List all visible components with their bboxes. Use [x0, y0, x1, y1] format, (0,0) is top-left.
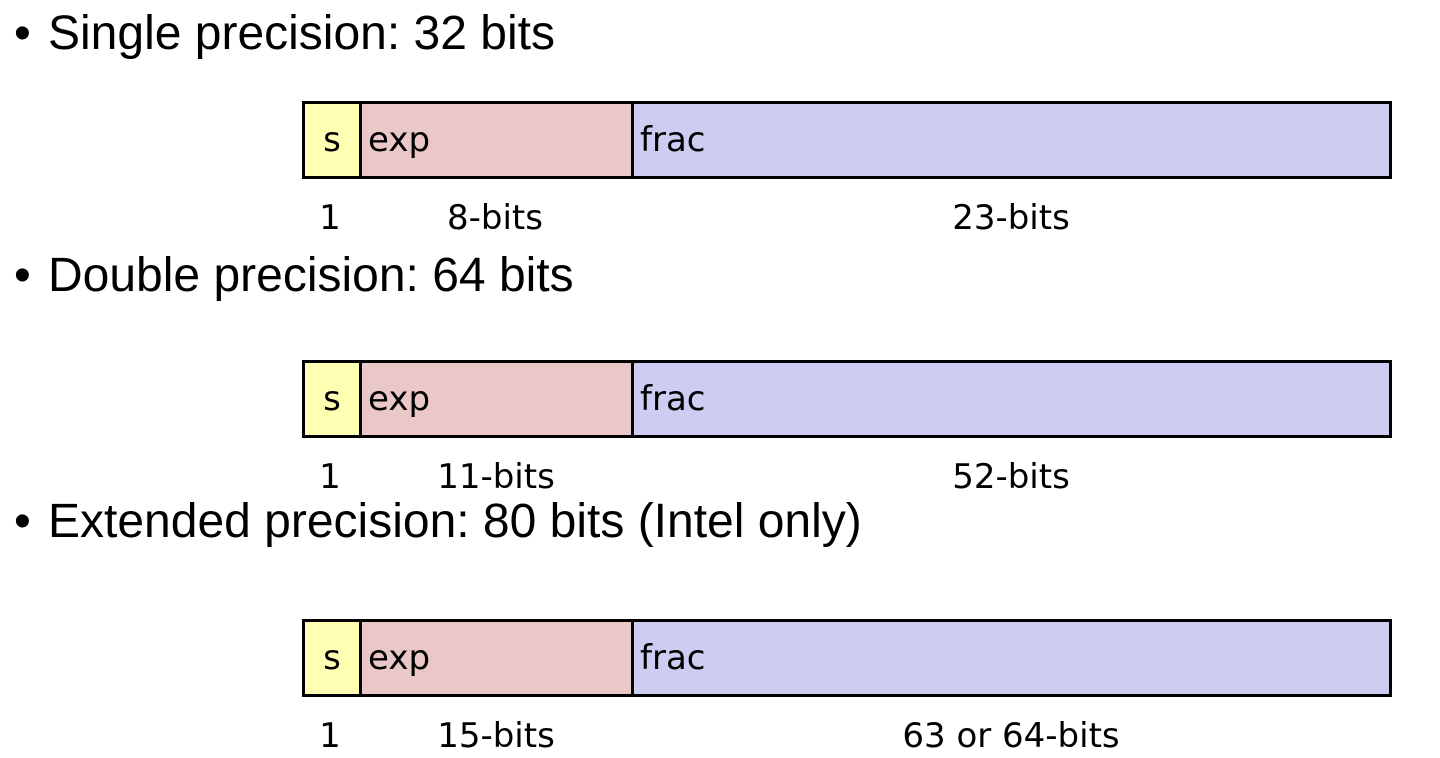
sign-size-label: 1 [319, 198, 341, 238]
sign-field: s [305, 622, 362, 694]
frac-field: frac [634, 104, 1389, 176]
bullet-dot: • [14, 7, 31, 60]
bullet-dot: • [14, 495, 31, 548]
frac-size-label: 52-bits [952, 457, 1070, 497]
exp-field: exp [362, 363, 634, 435]
bit-layout-extended: s exp frac [302, 619, 1392, 697]
exp-field: exp [362, 622, 634, 694]
frac-field: frac [634, 622, 1389, 694]
heading-extended-precision: • Extended precision: 80 bits (Intel only… [14, 494, 862, 550]
frac-size-label: 23-bits [952, 198, 1070, 238]
exp-field: exp [362, 104, 634, 176]
bit-layout-single: s exp frac [302, 101, 1392, 179]
exp-size-label: 11-bits [437, 457, 555, 497]
heading-text: Double precision: 64 bits [48, 249, 574, 302]
frac-field: frac [634, 363, 1389, 435]
heading-text: Single precision: 32 bits [48, 7, 555, 60]
bit-layout-double: s exp frac [302, 360, 1392, 438]
heading-single-precision: • Single precision: 32 bits [14, 6, 555, 62]
bullet-dot: • [14, 249, 31, 302]
exp-size-label: 15-bits [437, 716, 555, 756]
sign-field: s [305, 363, 362, 435]
sign-size-label: 1 [319, 457, 341, 497]
heading-text: Extended precision: 80 bits (Intel only) [48, 495, 862, 548]
sign-field: s [305, 104, 362, 176]
heading-double-precision: • Double precision: 64 bits [14, 248, 574, 304]
exp-size-label: 8-bits [447, 198, 543, 238]
sign-size-label: 1 [319, 716, 341, 756]
frac-size-label: 63 or 64-bits [902, 716, 1120, 756]
